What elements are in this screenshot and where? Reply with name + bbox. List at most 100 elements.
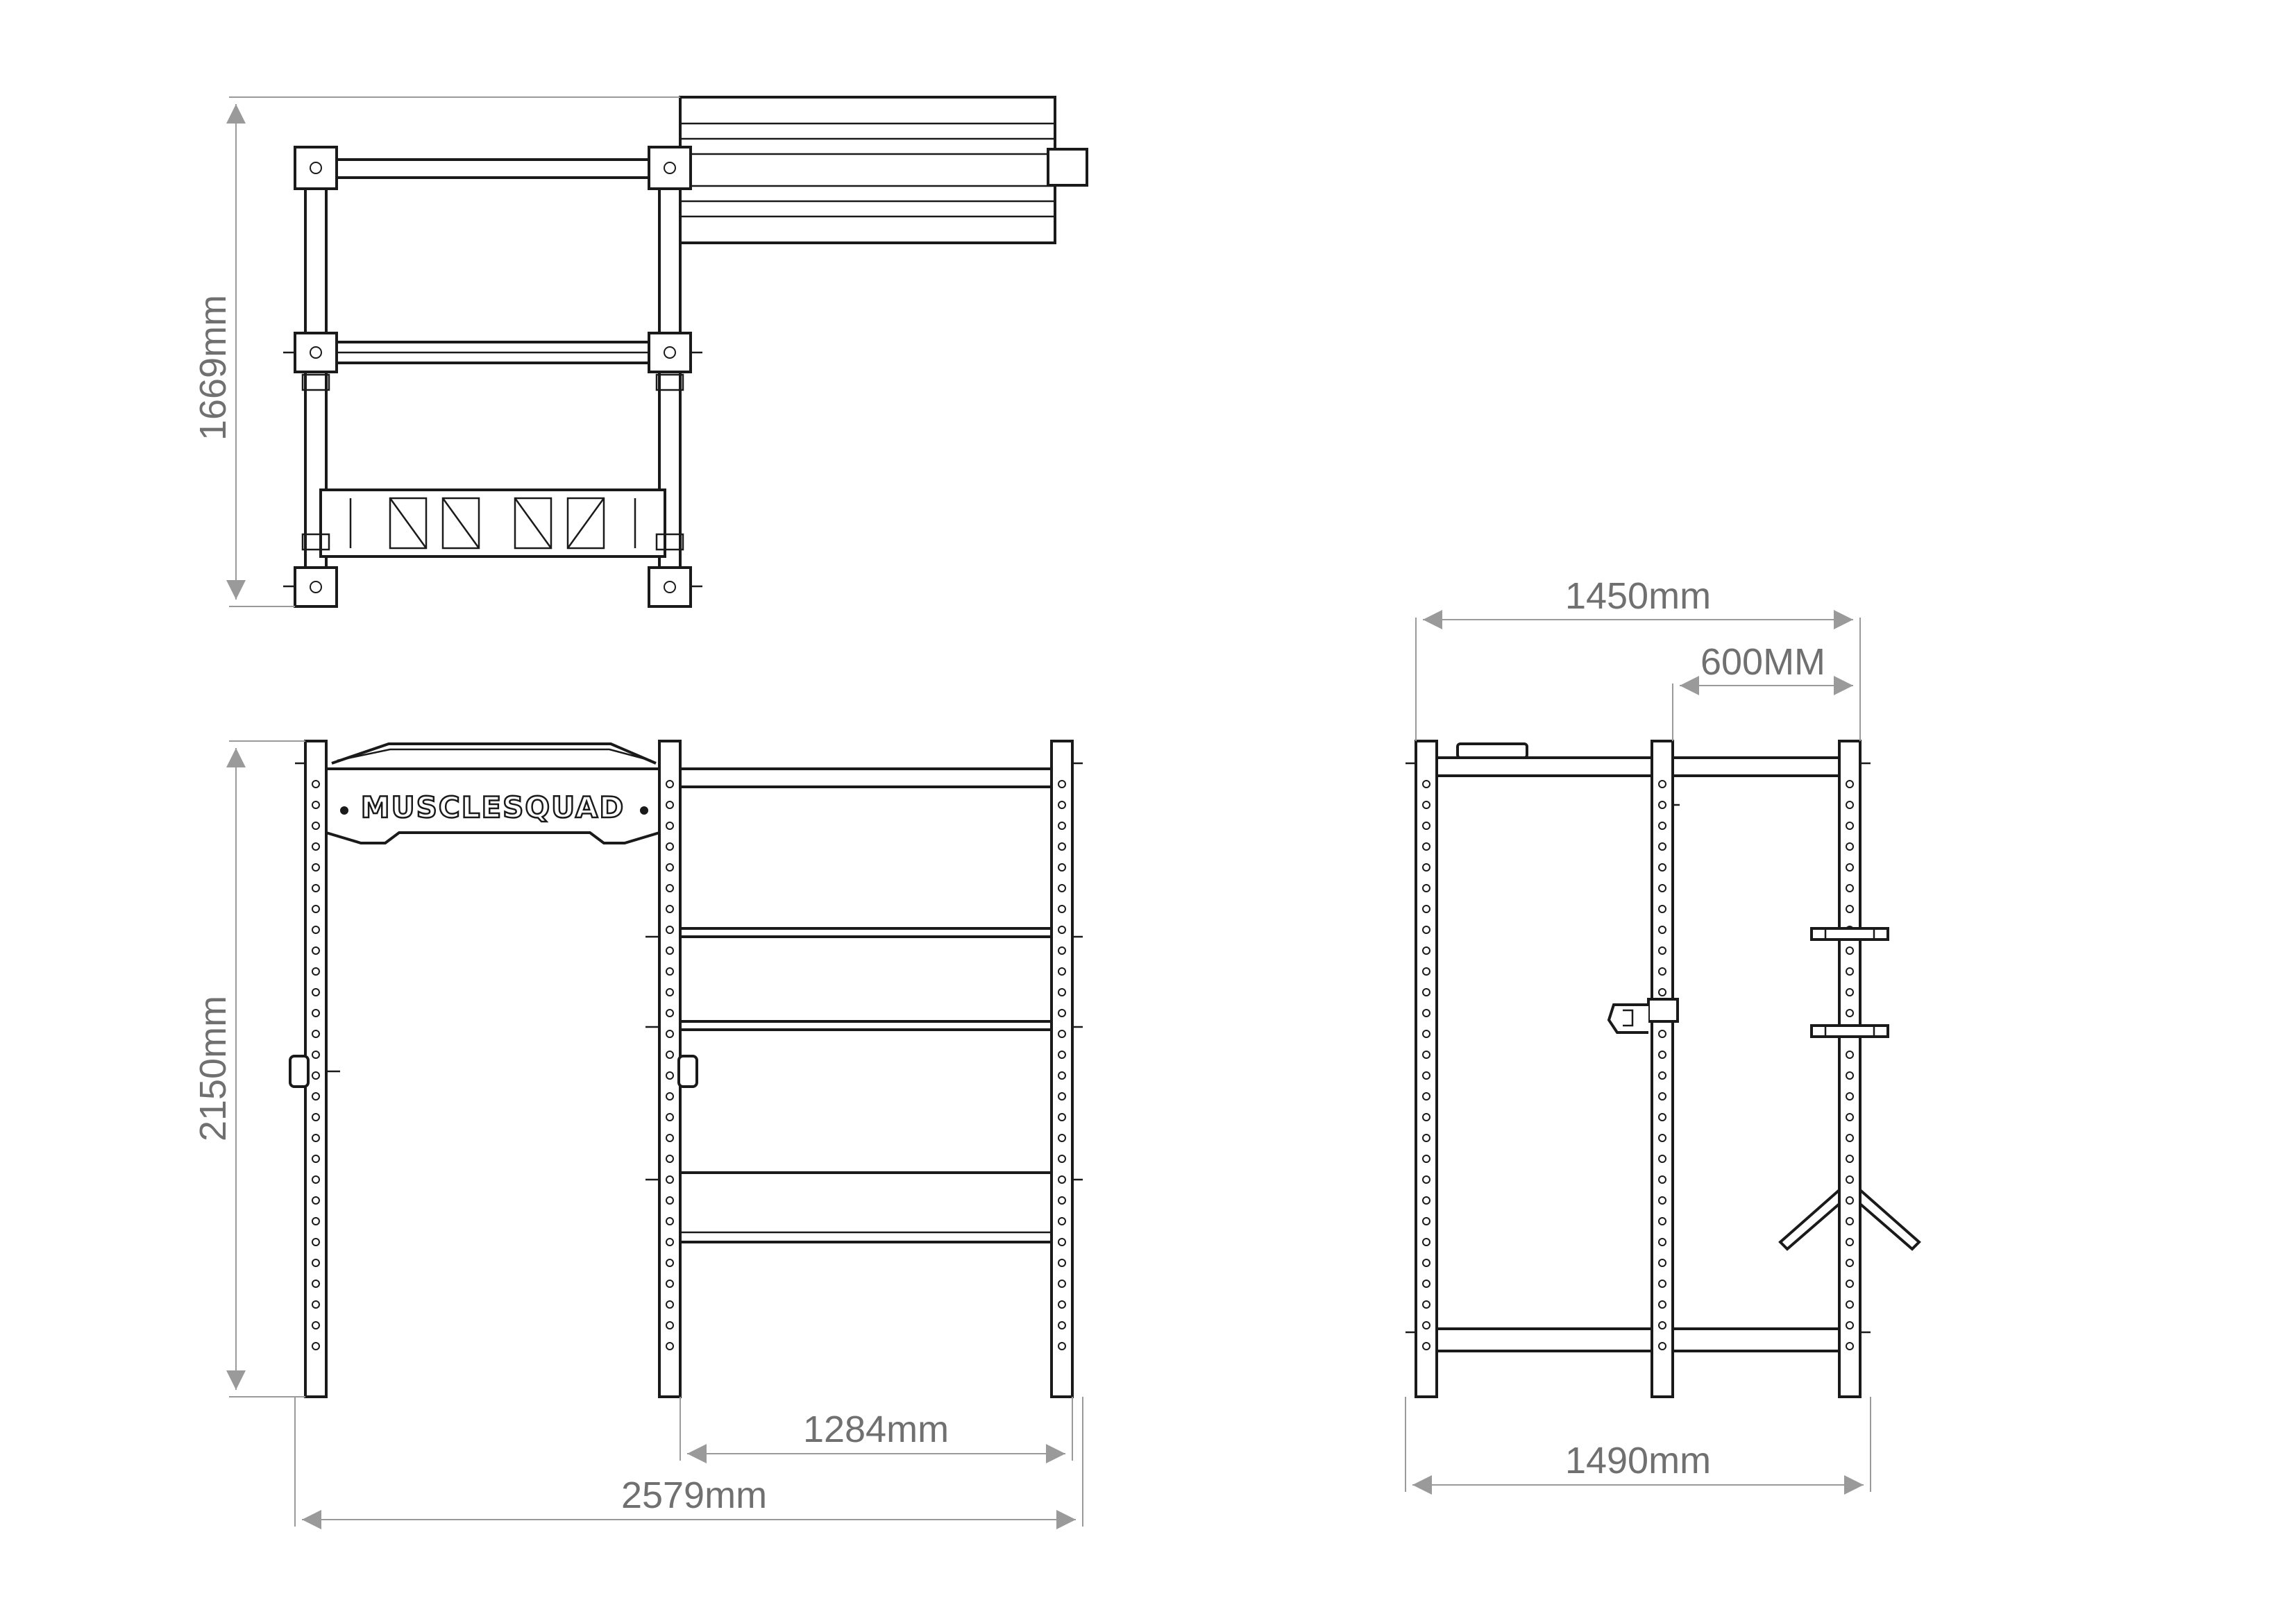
- upright-hole: [312, 1217, 320, 1225]
- upright-hole: [1422, 1051, 1430, 1059]
- top-view-corner-brackets: [283, 146, 702, 608]
- upright-hole: [1658, 905, 1666, 913]
- upright-hole: [1422, 905, 1430, 913]
- upright-hole: [312, 967, 320, 976]
- upright-hole: [1058, 1238, 1066, 1246]
- upright-hole: [312, 1196, 320, 1205]
- dimension-label-1284: 1284mm: [803, 1409, 949, 1450]
- upright-hole: [1422, 863, 1430, 872]
- upright-hole: [312, 1009, 320, 1017]
- upright-hole: [1422, 1113, 1430, 1121]
- upright-hole: [1658, 780, 1666, 788]
- upright-hole: [1058, 1321, 1066, 1329]
- upright-hole: [1058, 801, 1066, 809]
- upright-hole: [1846, 1155, 1854, 1163]
- upright-hole: [666, 1342, 674, 1350]
- upright-hole: [1422, 946, 1430, 955]
- front-right-bay: [679, 767, 1053, 1243]
- upright-hole: [666, 822, 674, 830]
- upright-hole: [1658, 946, 1666, 955]
- upright-hole: [312, 1321, 320, 1329]
- dimension-front-height: 2150mm: [192, 740, 305, 1397]
- upright-hole: [1422, 884, 1430, 892]
- side-upright-right: [1838, 740, 1862, 1398]
- upright-hole: [1846, 905, 1854, 913]
- dimension-label-1669: 1669mm: [192, 295, 234, 441]
- dimension-label-600: 600MM: [1700, 641, 1825, 683]
- upright-hole: [1658, 1051, 1666, 1059]
- logo-plate: MUSCLESQUAD: [325, 767, 661, 844]
- upright-hole: [666, 801, 674, 809]
- upright-hole: [1658, 1134, 1666, 1142]
- side-bottom-crossbar-right: [1671, 1327, 1841, 1352]
- upright-hole: [312, 1134, 320, 1142]
- upright-hole: [1846, 1321, 1854, 1329]
- upright-hole: [666, 1051, 674, 1059]
- upright-hole: [1422, 1259, 1430, 1267]
- upright-hole: [1422, 822, 1430, 830]
- upright-hole: [312, 946, 320, 955]
- upright-hole: [1658, 1342, 1666, 1350]
- upright-hole: [1422, 1342, 1430, 1350]
- dimension-top-view-depth: 1669mm: [192, 96, 680, 607]
- upright-hole: [1658, 1071, 1666, 1080]
- upright-hole: [1658, 801, 1666, 809]
- upright-hole: [1846, 822, 1854, 830]
- dimension-front-total: 2579mm: [294, 1397, 1083, 1529]
- upright-hole: [1058, 1071, 1066, 1080]
- upright-hole: [1058, 1300, 1066, 1309]
- upright-hole: [1058, 926, 1066, 934]
- dimension-label-1450: 1450mm: [1565, 575, 1711, 617]
- side-plate-pegs: [1810, 927, 1889, 1038]
- upright-hole: [1846, 1009, 1854, 1017]
- upright-hole: [1058, 946, 1066, 955]
- upright-hole: [1422, 988, 1430, 996]
- upright-hole: [1422, 926, 1430, 934]
- upright-hole: [312, 1155, 320, 1163]
- upright-hole: [1846, 801, 1854, 809]
- upright-hole: [1658, 1238, 1666, 1246]
- side-upright-holes: [1422, 763, 1854, 1350]
- upright-hole: [1422, 1155, 1430, 1163]
- upright-hole: [312, 1071, 320, 1080]
- upright-hole: [1422, 780, 1430, 788]
- upright-hole: [666, 863, 674, 872]
- upright-hole: [312, 1259, 320, 1267]
- upright-hole: [1058, 842, 1066, 851]
- upright-hole: [1422, 1175, 1430, 1184]
- upright-hole: [1058, 863, 1066, 872]
- upright-hole: [666, 842, 674, 851]
- upright-hole: [1846, 1259, 1854, 1267]
- upright-hole: [312, 842, 320, 851]
- upright-hole: [666, 967, 674, 976]
- upright-hole: [1846, 1217, 1854, 1225]
- upright-hole: [1422, 1030, 1430, 1038]
- upright-hole: [666, 1217, 674, 1225]
- upright-hole: [1846, 1092, 1854, 1101]
- upright-hole: [1846, 1051, 1854, 1059]
- side-upright-middle: [1651, 740, 1674, 1398]
- upright-hole: [1422, 1071, 1430, 1080]
- front-upright-holes: [312, 774, 1066, 1350]
- upright-hole: [312, 905, 320, 913]
- upright-hole: [312, 1092, 320, 1101]
- upright-hole: [666, 1030, 674, 1038]
- dimension-front-bay: 1284mm: [679, 1397, 1073, 1463]
- upright-hole: [1058, 780, 1066, 788]
- side-j-hook: [1607, 998, 1679, 1034]
- upright-hole: [666, 988, 674, 996]
- upright-hole: [1422, 1280, 1430, 1288]
- upright-hole: [1422, 1196, 1430, 1205]
- upright-hole: [312, 1175, 320, 1184]
- upright-hole: [1846, 946, 1854, 955]
- upright-hole: [1058, 884, 1066, 892]
- upright-hole: [1658, 1300, 1666, 1309]
- upright-hole: [1058, 1175, 1066, 1184]
- upright-hole: [1058, 1155, 1066, 1163]
- side-top-crossbar-left: [1435, 756, 1653, 777]
- upright-hole: [1658, 1113, 1666, 1121]
- dimension-label-2579: 2579mm: [621, 1475, 767, 1516]
- upright-hole: [666, 1009, 674, 1017]
- front-upright-middle: [658, 740, 682, 1398]
- upright-hole: [1058, 1342, 1066, 1350]
